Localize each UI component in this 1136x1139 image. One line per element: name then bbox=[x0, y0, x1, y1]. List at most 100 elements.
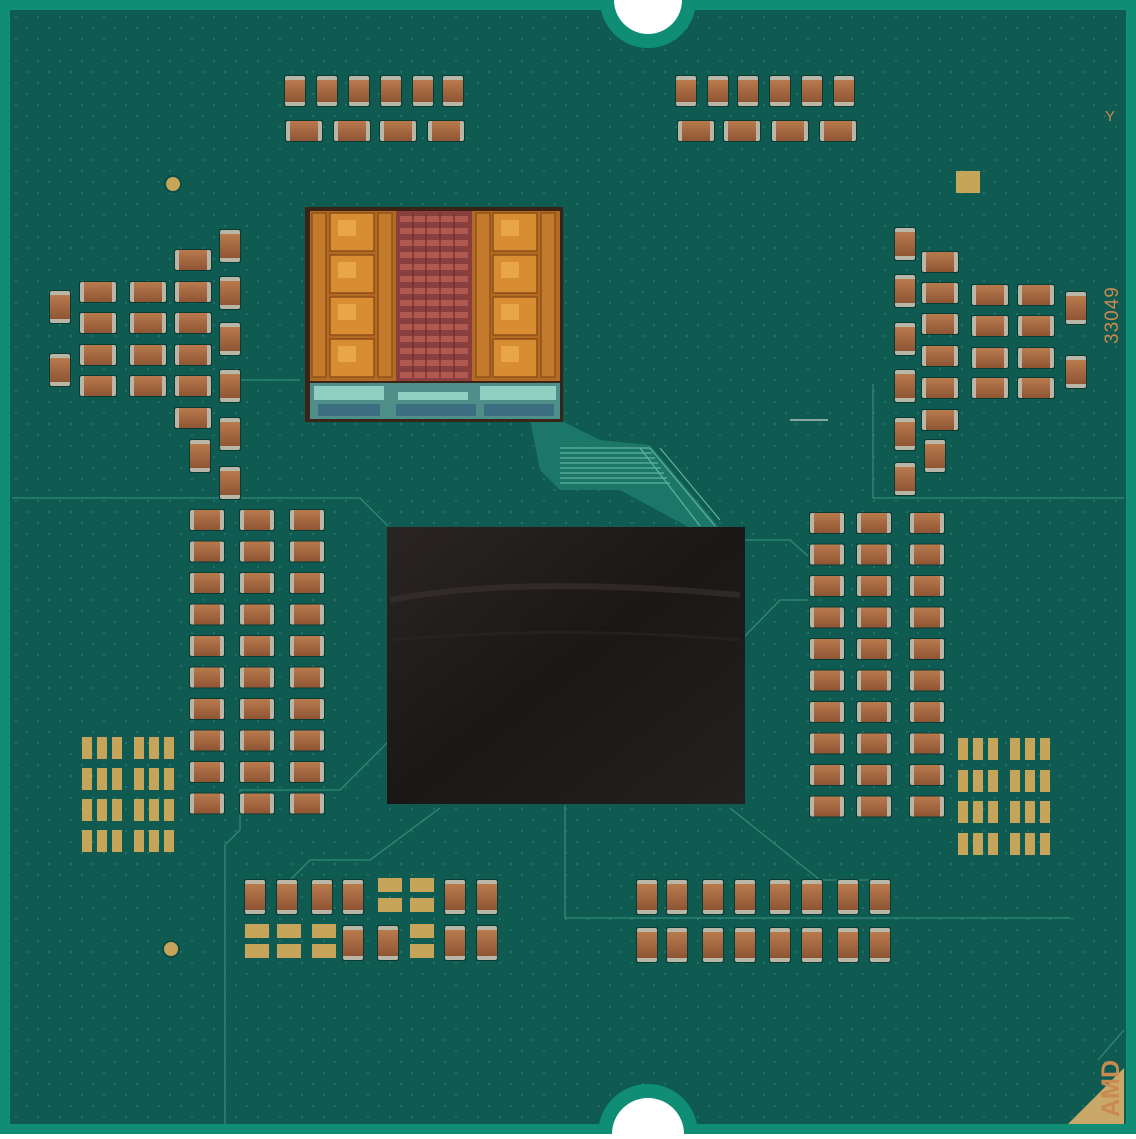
capacitor bbox=[311, 879, 333, 915]
gold-pad bbox=[1025, 770, 1035, 792]
capacitor bbox=[636, 927, 658, 963]
gold-pad bbox=[988, 801, 998, 823]
capacitor bbox=[244, 879, 266, 915]
gold-pad-array bbox=[82, 737, 1050, 958]
capacitor bbox=[921, 377, 959, 399]
gold-pad bbox=[988, 833, 998, 855]
capacitor bbox=[239, 729, 275, 752]
capacitor bbox=[702, 879, 724, 915]
compute-die bbox=[305, 207, 563, 422]
gold-pad bbox=[112, 799, 122, 821]
capacitor bbox=[316, 75, 338, 107]
capacitor bbox=[380, 75, 402, 107]
capacitor bbox=[801, 75, 823, 107]
pin1-triangle bbox=[1068, 1068, 1124, 1124]
capacitor bbox=[1065, 355, 1087, 389]
capacitor bbox=[819, 120, 857, 142]
capacitor bbox=[289, 792, 325, 815]
capacitor bbox=[809, 638, 845, 660]
capacitor bbox=[1017, 315, 1055, 337]
gold-pad bbox=[277, 944, 301, 958]
corner-mark: Y bbox=[1105, 108, 1117, 125]
capacitor bbox=[837, 879, 859, 915]
capacitor bbox=[49, 290, 71, 324]
capacitor bbox=[809, 575, 845, 597]
capacitor bbox=[869, 927, 891, 963]
serial-number: 33049 bbox=[1102, 286, 1123, 344]
capacitor bbox=[921, 313, 959, 335]
capacitor bbox=[79, 312, 117, 334]
capacitor bbox=[219, 276, 241, 310]
capacitor bbox=[909, 732, 945, 755]
gold-pad bbox=[164, 768, 174, 790]
gold-pad bbox=[82, 830, 92, 852]
capacitor bbox=[809, 669, 845, 692]
gold-pad bbox=[378, 878, 402, 892]
capacitor bbox=[921, 251, 959, 273]
capacitor bbox=[174, 407, 212, 429]
capacitor bbox=[909, 606, 945, 629]
capacitor bbox=[809, 606, 845, 629]
capacitor bbox=[666, 927, 688, 963]
gold-pad bbox=[149, 737, 159, 759]
gold-pad bbox=[958, 833, 968, 855]
gold-pad bbox=[97, 768, 107, 790]
capacitor bbox=[476, 879, 498, 915]
capacitor bbox=[189, 439, 211, 473]
capacitor bbox=[129, 375, 167, 397]
gold-pad bbox=[277, 924, 301, 938]
gold-pad bbox=[82, 768, 92, 790]
capacitor bbox=[276, 879, 298, 915]
capacitor bbox=[856, 795, 892, 818]
capacitor bbox=[79, 281, 117, 303]
gold-pad bbox=[1040, 801, 1050, 823]
traces bbox=[12, 379, 1125, 1124]
capacitor bbox=[348, 75, 370, 107]
capacitor bbox=[239, 666, 275, 689]
capacitor bbox=[1017, 284, 1055, 306]
capacitor bbox=[894, 462, 916, 496]
gold-pad bbox=[245, 944, 269, 958]
capacitor bbox=[809, 701, 845, 723]
capacitor bbox=[289, 603, 325, 626]
capacitor bbox=[809, 795, 845, 818]
capacitor bbox=[174, 249, 212, 271]
fanout-ribbon bbox=[530, 420, 721, 528]
capacitor bbox=[442, 75, 464, 107]
capacitor bbox=[856, 764, 892, 786]
gold-pad bbox=[410, 944, 434, 958]
capacitor bbox=[189, 761, 225, 783]
capacitor bbox=[909, 701, 945, 723]
capacitor bbox=[856, 606, 892, 629]
capacitor bbox=[734, 927, 756, 963]
gold-pad bbox=[1010, 738, 1020, 760]
gold-pad bbox=[134, 768, 144, 790]
capacitor bbox=[289, 540, 325, 563]
capacitor bbox=[239, 761, 275, 783]
gold-pad bbox=[245, 924, 269, 938]
capacitor bbox=[219, 229, 241, 263]
capacitor bbox=[189, 509, 225, 531]
gold-pad bbox=[1040, 833, 1050, 855]
capacitor bbox=[289, 572, 325, 594]
capacitor bbox=[219, 466, 241, 500]
capacitor bbox=[189, 792, 225, 815]
capacitor bbox=[444, 925, 466, 961]
capacitor bbox=[189, 540, 225, 563]
capacitor bbox=[677, 120, 715, 142]
capacitor bbox=[289, 729, 325, 752]
gold-pad bbox=[164, 737, 174, 759]
capacitor bbox=[801, 879, 823, 915]
capacitor bbox=[342, 879, 364, 915]
capacitor bbox=[894, 322, 916, 356]
gold-pad bbox=[410, 898, 434, 912]
capacitor bbox=[219, 322, 241, 356]
capacitor bbox=[801, 927, 823, 963]
capacitor bbox=[444, 879, 466, 915]
capacitor bbox=[379, 120, 417, 142]
capacitor bbox=[219, 369, 241, 403]
lid-sheen bbox=[389, 583, 741, 603]
capacitor bbox=[284, 75, 306, 107]
